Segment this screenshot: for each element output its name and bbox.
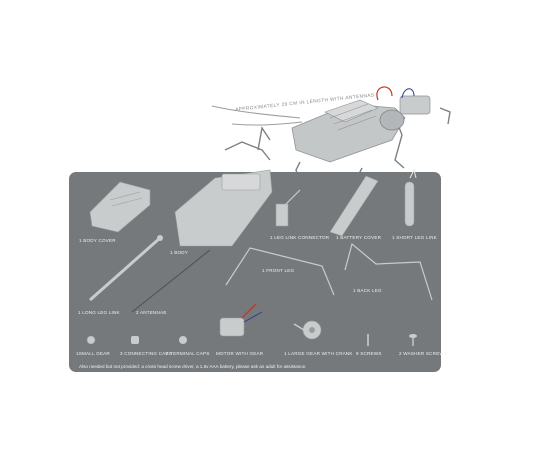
terminal-caps-illustration — [179, 336, 187, 344]
back-leg-illustration — [344, 242, 433, 301]
label-large-gear: 1 LARGE GEAR WITH CRANK — [284, 351, 353, 356]
small-gear-illustration — [86, 335, 96, 345]
long-leg-link-illustration — [89, 235, 163, 302]
connecting-caps-illustration — [131, 336, 139, 344]
label-motor-with-gear: MOTOR WITH GEAR — [216, 351, 264, 356]
body-cover-illustration — [89, 181, 151, 233]
label-front-leg: 1 FRONT LEG — [262, 268, 295, 273]
label-long-leg-link: 1 LONG LEG LINK — [78, 310, 120, 315]
label-battery-cover: 1 BATTERY COVER — [336, 235, 382, 240]
footer-note: Also needed but not provided: a cross he… — [79, 364, 307, 369]
label-back-leg: 1 BACK LEG — [353, 288, 382, 293]
leg-link-connector-illustration — [275, 189, 301, 227]
label-body: 1 BODY — [170, 250, 189, 255]
label-small-gear: 1SMALL GEAR — [76, 351, 110, 356]
label-leg-link-connector: 1 LEG LINK CONNECTOR — [270, 235, 330, 240]
label-short-leg-link: 1 SHORT LEG LINK — [392, 235, 437, 240]
front-leg-illustration — [225, 247, 335, 296]
antenna-illustration — [131, 249, 211, 313]
large-gear-illustration — [293, 320, 322, 340]
label-antennae: 2 ANTENNAE — [136, 310, 167, 315]
washer-screw-illustration — [409, 334, 417, 346]
label-connecting-caps: 3 CONNECTING CAPS — [120, 351, 172, 356]
body-illustration — [174, 169, 273, 247]
label-washer-screws: 2 WASHER SCREWS — [399, 351, 448, 356]
short-leg-link-illustration — [404, 168, 417, 227]
label-body-cover: 1 BODY COVER — [79, 238, 116, 243]
motor-illustration — [219, 303, 263, 337]
battery-cover-illustration — [329, 175, 379, 237]
label-terminal-caps: 2 TERMINAL CAPS — [166, 351, 210, 356]
label-screws: 9 SCREWS — [356, 351, 382, 356]
